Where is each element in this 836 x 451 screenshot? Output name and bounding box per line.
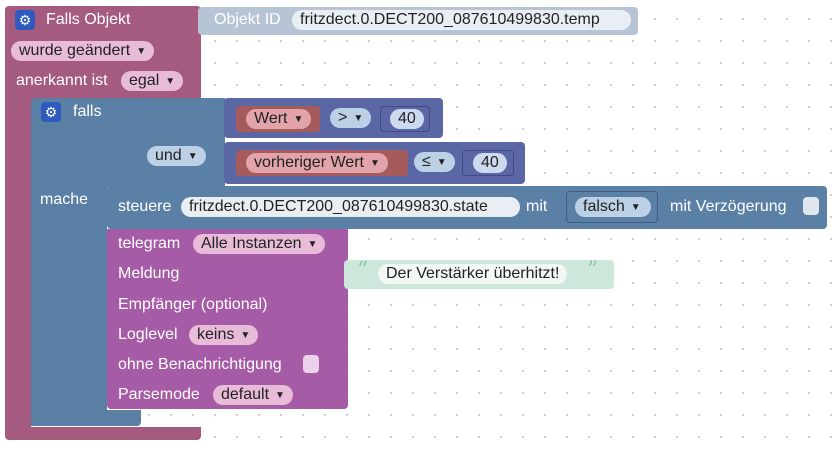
changed-dropdown-label: wurde geändert: [19, 42, 131, 59]
chevron-down-icon: ▼: [436, 157, 447, 168]
gear-icon[interactable]: ⚙: [41, 102, 61, 122]
delay-checkbox[interactable]: [803, 197, 819, 215]
message-label: Meldung: [118, 265, 180, 282]
object-id-field[interactable]: fritzdect.0.DECT200_087610499830.temp: [292, 10, 631, 30]
object-id-label: Objekt ID: [214, 11, 281, 28]
trigger-block-footer: [5, 427, 201, 440]
chevron-down-icon: ▼: [240, 330, 251, 341]
operator-dropdown-1-label: >: [338, 109, 348, 126]
chevron-down-icon: ▼: [630, 202, 641, 213]
chevron-down-icon: ▼: [136, 46, 147, 57]
boolean-dropdown-label: falsch: [583, 198, 625, 215]
operator-dropdown-2-label: ≤: [422, 153, 431, 170]
chevron-down-icon: ▼: [275, 390, 285, 401]
if-block-footer: [31, 410, 141, 426]
and-dropdown[interactable]: und ▼: [147, 146, 206, 166]
trigger-title: Falls Objekt: [46, 11, 131, 28]
and-dropdown-label: und: [155, 147, 182, 164]
number-field-1[interactable]: 40: [390, 109, 424, 129]
gear-icon[interactable]: ⚙: [15, 10, 35, 30]
value-dropdown-1[interactable]: Wert ▼: [246, 109, 312, 129]
chevron-down-icon: ▼: [353, 113, 364, 124]
quote-open-icon: “: [357, 258, 369, 283]
chevron-down-icon: ▼: [165, 76, 176, 87]
loglevel-dropdown[interactable]: keins ▼: [189, 325, 259, 345]
value-dropdown-1-label: Wert: [254, 110, 288, 127]
chevron-down-icon: ▼: [307, 239, 318, 250]
boolean-dropdown[interactable]: falsch ▼: [575, 197, 651, 217]
ack-dropdown-label: egal: [129, 72, 160, 89]
if-block-left-rail: [31, 186, 107, 426]
chevron-down-icon: ▼: [187, 151, 198, 162]
operator-dropdown-1[interactable]: >▼: [330, 108, 372, 128]
silent-checkbox[interactable]: [303, 355, 319, 373]
message-text-field[interactable]: Der Verstärker überhitzt!: [378, 264, 568, 284]
telegram-block[interactable]: [107, 229, 348, 409]
chevron-down-icon: ▼: [369, 158, 380, 169]
ack-dropdown[interactable]: egal ▼: [121, 71, 184, 91]
operator-dropdown-2[interactable]: ≤▼: [414, 152, 455, 172]
trigger-block-left-rail: [5, 96, 31, 436]
recipient-label: Empfänger (optional): [118, 296, 268, 313]
changed-dropdown[interactable]: wurde geändert ▼: [11, 41, 155, 61]
control-with-label: mit: [526, 198, 548, 215]
telegram-label: telegram: [118, 235, 181, 252]
if-label: falls: [73, 103, 102, 120]
number-field-2[interactable]: 40: [473, 153, 507, 173]
parsemode-label: Parsemode: [118, 386, 200, 403]
control-label: steuere: [118, 198, 172, 215]
control-object-field[interactable]: fritzdect.0.DECT200_087610499830.state: [181, 197, 520, 217]
loglevel-dropdown-label: keins: [197, 326, 235, 343]
instance-dropdown[interactable]: Alle Instanzen ▼: [193, 234, 326, 254]
quote-close-icon: ”: [587, 258, 599, 283]
parsemode-dropdown-label: default: [221, 386, 270, 403]
value-dropdown-2-label: vorheriger Wert: [254, 154, 364, 171]
silent-label: ohne Benachrichtigung: [118, 356, 282, 373]
do-label: mache: [40, 191, 89, 208]
ack-label: anerkannt ist: [16, 72, 108, 89]
instance-dropdown-label: Alle Instanzen: [201, 235, 302, 252]
value-dropdown-2[interactable]: vorheriger Wert ▼: [246, 153, 388, 173]
loglevel-label: Loglevel: [118, 326, 178, 343]
parsemode-dropdown[interactable]: default ▼: [213, 385, 293, 405]
control-delay-label: mit Verzögerung: [670, 198, 787, 215]
chevron-down-icon: ▼: [293, 114, 304, 125]
if-block-and-section: [141, 98, 225, 188]
